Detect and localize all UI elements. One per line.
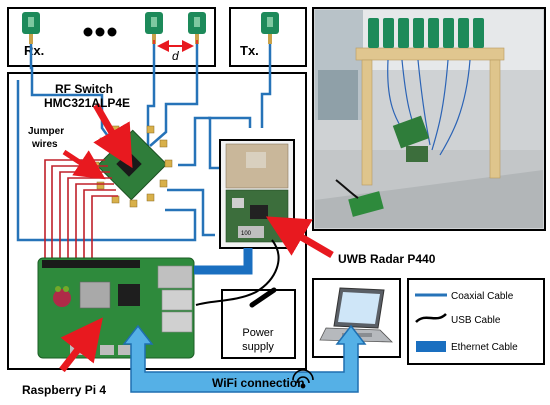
raspberry-logo-icon xyxy=(53,286,71,307)
more-antennas-dot xyxy=(95,27,105,37)
rf-switch-label-line1: RF Switch xyxy=(55,82,113,96)
antenna-icon xyxy=(22,12,40,44)
jumper-pointer-arrow xyxy=(62,149,106,180)
rf-switch-pointer-arrow xyxy=(92,103,133,169)
wifi-label: WiFi connection xyxy=(212,376,305,390)
photo-panel xyxy=(312,7,546,231)
power-supply-label-line1: Power xyxy=(242,327,274,339)
power-plug xyxy=(249,287,277,308)
power-supply-box: Power supply xyxy=(221,289,296,359)
distance-label: d xyxy=(172,49,179,63)
rx-label: Rx. xyxy=(24,43,44,58)
radar-module-marking: 100 xyxy=(241,231,252,237)
legend-usb-swatch xyxy=(415,313,447,323)
laptop-box xyxy=(312,278,401,358)
power-supply-label-line2: supply xyxy=(242,341,274,353)
antenna-icon xyxy=(261,12,279,44)
legend-usb-label: USB Cable xyxy=(451,315,501,326)
antenna-icon xyxy=(145,12,163,44)
tx-label: Tx. xyxy=(240,43,259,58)
antenna-icon xyxy=(188,12,206,44)
radar-pointer-arrow xyxy=(265,216,334,259)
jumper-label-line1: Jumper xyxy=(28,126,64,137)
wifi-icon xyxy=(292,369,314,389)
wifi-connection-arrow: WiFi connection xyxy=(122,324,367,393)
radar-module: 100 xyxy=(219,139,295,249)
laptop-icon xyxy=(319,287,393,343)
legend-ethernet-label: Ethernet Cable xyxy=(451,342,518,353)
jumper-label-line2: wires xyxy=(31,139,58,150)
raspberry-pi-board xyxy=(37,257,195,359)
legend-coax-label: Coaxial Cable xyxy=(451,291,514,302)
legend-ethernet-swatch xyxy=(416,341,446,352)
raspberry-pi-label: Raspberry Pi 4 xyxy=(22,383,106,397)
ethernet-cable xyxy=(194,248,253,275)
legend: Coaxial Cable USB Cable Ethernet Cable xyxy=(407,278,545,365)
more-antennas-dot xyxy=(107,27,117,37)
more-antennas-dot xyxy=(83,27,93,37)
rf-switch-label-line2: HMC321ALP4E xyxy=(44,96,130,110)
rx-box: Rx. d xyxy=(7,7,216,67)
uwb-radar-label: UWB Radar P440 xyxy=(338,252,436,266)
tx-box: Tx. xyxy=(229,7,307,67)
raspberry-pi-pointer-arrow xyxy=(59,317,103,373)
